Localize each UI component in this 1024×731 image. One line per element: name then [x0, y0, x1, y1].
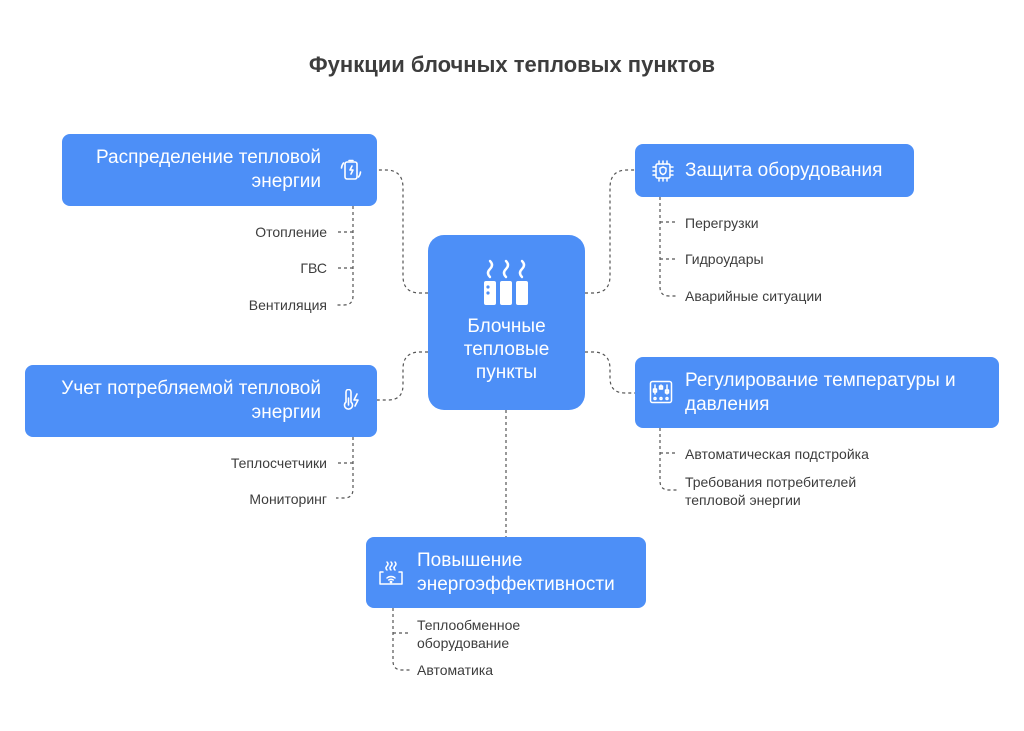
sub-protection-3: Аварийные ситуации — [685, 288, 822, 304]
radiator-heat-icon — [484, 259, 528, 305]
node-regulation-label: Регулирование температуры и давления — [685, 369, 956, 415]
node-protection-label: Защита оборудования — [685, 159, 883, 181]
node-distribution: Распределение тепловой энергии — [62, 134, 377, 206]
node-accounting-label: Учет потребляемой тепловой энергии — [61, 378, 321, 423]
smart-heater-icon — [379, 561, 403, 585]
sub-efficiency-2: Автоматика — [417, 662, 494, 678]
node-accounting: Учет потребляемой тепловой энергии — [25, 365, 377, 437]
sub-accounting-2: Мониторинг — [249, 491, 327, 507]
diagram-title: Функции блочных тепловых пунктов — [308, 52, 716, 77]
sub-regulation-2: Требования потребителей тепловой энергии — [685, 474, 857, 508]
center-node: Блочные тепловые пункты — [428, 235, 585, 410]
sub-distribution-3: Вентиляция — [248, 297, 327, 313]
sub-distribution-2: ГВС — [300, 260, 327, 276]
node-efficiency-label: Повышение энергоэффективности — [417, 549, 615, 595]
sub-distribution-1: Отопление — [255, 224, 327, 240]
battery-cycle-icon — [340, 159, 362, 180]
sub-regulation-1: Автоматическая подстройка — [685, 446, 869, 462]
sub-protection-1: Перегрузки — [685, 215, 759, 231]
sub-efficiency-1: Теплообменное оборудование — [417, 617, 521, 651]
thermometer-bolt-icon — [343, 389, 359, 410]
node-distribution-label: Распределение тепловой энергии — [95, 147, 321, 192]
sliders-icon — [649, 380, 673, 404]
node-efficiency: Повышение энергоэффективности — [366, 537, 646, 608]
node-protection: Защита оборудования — [635, 144, 914, 197]
node-regulation: Регулирование температуры и давления — [635, 357, 999, 428]
sub-accounting-1: Теплосчетчики — [230, 455, 327, 471]
chip-shield-icon — [652, 160, 674, 182]
sub-protection-2: Гидроудары — [685, 251, 764, 267]
center-label: Блочные тепловые пункты — [463, 316, 550, 383]
